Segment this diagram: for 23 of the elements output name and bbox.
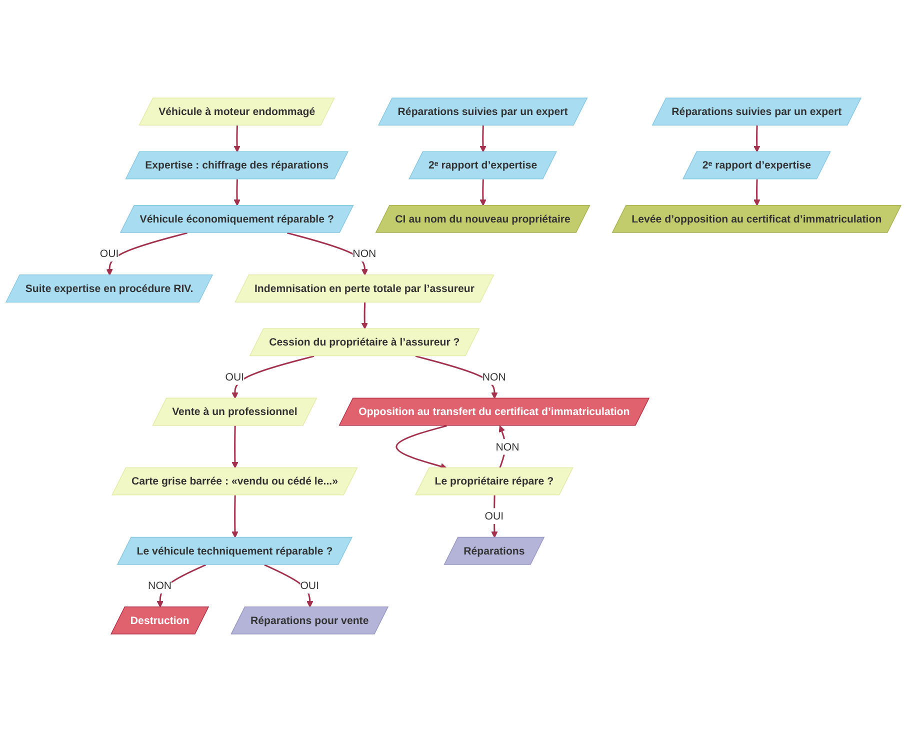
arrow bbox=[754, 126, 760, 152]
arrow bbox=[232, 355, 314, 399]
arrow bbox=[234, 179, 240, 206]
arrow bbox=[480, 126, 486, 152]
edge-label: OUI bbox=[300, 579, 320, 592]
edge-label: NON bbox=[482, 370, 506, 383]
arrow bbox=[415, 355, 498, 399]
edge-label: NON bbox=[148, 579, 172, 592]
arrow bbox=[361, 302, 368, 330]
arrow bbox=[480, 179, 486, 206]
arrow bbox=[234, 126, 240, 152]
edge-label: OUI bbox=[225, 370, 244, 383]
arrow bbox=[264, 564, 314, 608]
arrow bbox=[286, 232, 368, 276]
arrow bbox=[232, 495, 238, 538]
arrow bbox=[106, 232, 188, 276]
arrow bbox=[754, 179, 760, 206]
edge-label: NON bbox=[352, 247, 376, 260]
edge-label: OUI bbox=[484, 510, 504, 522]
arrow bbox=[156, 564, 206, 608]
arrow bbox=[232, 426, 238, 468]
edge-label: OUI bbox=[100, 247, 119, 260]
edge-label: NON bbox=[496, 440, 520, 453]
